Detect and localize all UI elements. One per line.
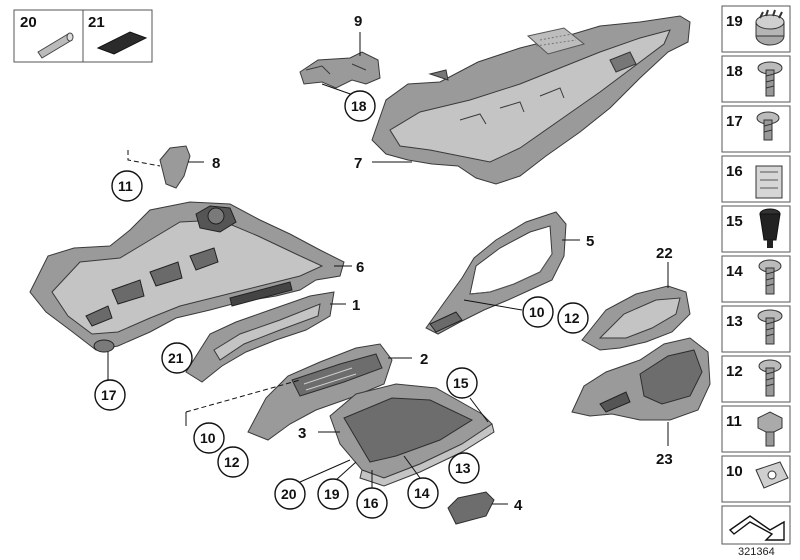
callout-9: 9 xyxy=(354,13,362,30)
gear-icon xyxy=(755,9,785,46)
callout-19: 19 xyxy=(324,486,340,502)
fastener-sidebar: 19 18 17 16 15 14 13 12 11 10 xyxy=(721,5,791,545)
callout-5: 5 xyxy=(586,233,594,250)
sidebar-label-16: 16 xyxy=(726,163,743,180)
callout-18: 18 xyxy=(351,98,367,114)
callout-8: 8 xyxy=(212,155,220,172)
sidebar-label-18: 18 xyxy=(726,63,743,80)
callout-20: 20 xyxy=(281,486,297,502)
rubber-buffer-icon xyxy=(759,208,781,248)
screw-icon xyxy=(758,359,782,397)
clip-icon xyxy=(755,461,789,489)
part-column-cover-23: 23 xyxy=(571,337,711,468)
callout-21: 21 xyxy=(168,350,184,366)
part-frame-5: 5 10 12 xyxy=(425,211,594,335)
box-label-20: 20 xyxy=(20,14,37,31)
clip-icon xyxy=(755,165,783,199)
callout-1: 1 xyxy=(352,297,360,314)
sidebar-label-13: 13 xyxy=(726,313,743,330)
callout-10-lower: 10 xyxy=(200,430,216,446)
sidebar-label-17: 17 xyxy=(726,113,743,130)
part-bracket-8: 8 11 xyxy=(111,145,220,202)
screw-icon xyxy=(757,61,783,97)
pin-icon xyxy=(37,32,74,59)
part-trim-1: 1 21 xyxy=(161,291,360,383)
callout-7: 7 xyxy=(354,155,362,172)
sidebar-label-11: 11 xyxy=(726,413,742,430)
part-latch-4: 4 13 xyxy=(447,452,523,525)
sidebar-label-19: 19 xyxy=(726,13,743,30)
sidebar-label-12: 12 xyxy=(726,363,743,380)
callout-2: 2 xyxy=(420,351,428,368)
sidebar-label-14: 14 xyxy=(726,263,743,280)
callout-12-lower: 12 xyxy=(224,454,240,470)
top-left-parts-box: 20 21 xyxy=(13,9,153,63)
callout-13: 13 xyxy=(455,460,471,476)
callout-11-upper: 11 xyxy=(118,178,133,194)
diagram-id: 321364 xyxy=(738,546,775,558)
callout-17: 17 xyxy=(101,387,117,403)
callout-23: 23 xyxy=(656,451,673,468)
part-bracket-9: 9 18 xyxy=(299,13,381,122)
screw-icon xyxy=(756,111,780,141)
screw-icon xyxy=(758,259,782,295)
nut-icon xyxy=(757,411,783,447)
sidebar-label-10: 10 xyxy=(726,463,743,480)
part-glovebox-3: 3 15 14 16 19 20 xyxy=(274,367,495,519)
part-column-cover-22: 22 xyxy=(581,245,691,351)
sidebar-label-15: 15 xyxy=(726,213,743,230)
adhesive-pad-icon xyxy=(96,31,148,55)
part-carrier-6: 6 17 xyxy=(29,201,364,411)
callout-15: 15 xyxy=(453,375,469,391)
callout-14: 14 xyxy=(414,485,430,501)
callout-10-upper: 10 xyxy=(529,304,545,320)
assembly-arrow-icon xyxy=(728,515,785,541)
callout-6: 6 xyxy=(356,259,364,276)
callout-12-upper: 12 xyxy=(564,310,580,326)
callout-16: 16 xyxy=(363,495,379,511)
screw-icon xyxy=(757,309,783,345)
callout-22: 22 xyxy=(656,245,673,262)
part-trim-2: 2 10 12 xyxy=(185,343,428,478)
callout-4: 4 xyxy=(514,497,523,514)
callout-3: 3 xyxy=(298,425,306,442)
part-upper-trim-7: 7 xyxy=(354,15,691,185)
box-label-21: 21 xyxy=(88,14,105,31)
